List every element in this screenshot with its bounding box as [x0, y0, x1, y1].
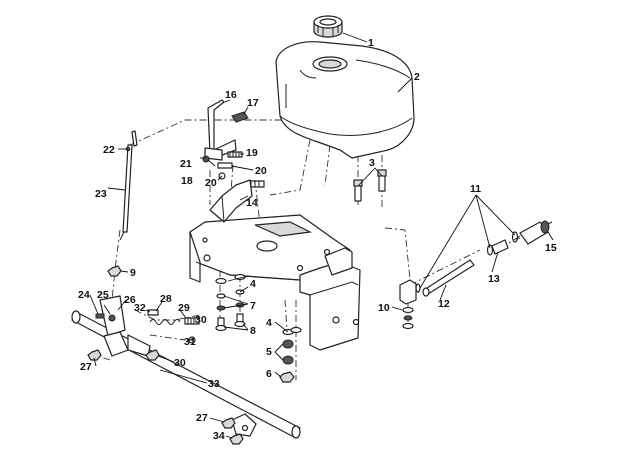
linkage-arm: [99, 295, 151, 357]
callout-8: 8: [250, 325, 256, 337]
nut-9: [107, 265, 122, 277]
shaft-end-bracket: [231, 413, 257, 437]
fastener-stacks: [215, 273, 302, 336]
small-fasteners: [87, 313, 244, 445]
hose-clamps: [415, 231, 519, 293]
linkage-bolts: [145, 309, 200, 361]
callout-5: 5: [266, 346, 272, 358]
rubber-pad: [231, 111, 249, 123]
callout-16: 16: [225, 89, 237, 101]
callout-33: 33: [208, 378, 220, 390]
callout-34: 34: [213, 430, 225, 442]
callout-25: 25: [97, 289, 109, 301]
callout-labels: 1 2 3 4 4 5 6 7 8 9 10 11 12 13 14 15 16…: [78, 37, 557, 442]
bolt-spacer-set: [202, 147, 265, 188]
callout-3: 3: [369, 157, 375, 169]
callout-27b: 27: [196, 412, 208, 424]
callout-30b: 30: [174, 357, 186, 369]
isolator-mounts: [279, 339, 295, 383]
callout-10: 10: [378, 302, 390, 314]
callout-27a: 27: [80, 361, 92, 373]
callout-15: 15: [545, 242, 557, 254]
fuel-filter: [513, 220, 553, 245]
callout-4b: 4: [266, 317, 272, 329]
callout-6: 6: [266, 368, 272, 380]
callout-21: 21: [180, 158, 192, 170]
callout-19: 19: [246, 147, 258, 159]
fuel-valve: [399, 279, 417, 330]
callout-2: 2: [414, 71, 420, 83]
callout-13: 13: [488, 273, 500, 285]
callout-30a: 30: [195, 314, 207, 326]
callout-31: 31: [184, 336, 196, 348]
fuel-cap: [313, 15, 343, 38]
fuel-tank: [275, 41, 415, 159]
callout-1: 1: [368, 37, 374, 49]
return-spring: [149, 319, 181, 325]
callout-11: 11: [470, 183, 481, 195]
callout-24: 24: [78, 289, 90, 301]
callout-28: 28: [160, 293, 172, 305]
callout-4a: 4: [250, 278, 256, 290]
callout-20a: 20: [255, 165, 267, 177]
callout-14: 14: [246, 197, 258, 209]
callout-12: 12: [438, 298, 450, 310]
callout-29: 29: [178, 302, 190, 314]
callout-9: 9: [130, 267, 136, 279]
callout-23: 23: [95, 188, 107, 200]
callout-22: 22: [103, 144, 115, 156]
leader-lines: [89, 32, 554, 439]
callout-17: 17: [247, 97, 259, 109]
hinge-bracket: [209, 179, 253, 223]
control-rod: [119, 130, 138, 241]
callout-32: 32: [134, 302, 146, 314]
main-frame: [189, 214, 361, 351]
callout-20b: 20: [205, 177, 217, 189]
callout-7: 7: [250, 300, 256, 312]
fuel-line: [422, 259, 475, 297]
callout-26: 26: [124, 294, 136, 306]
callout-18: 18: [181, 175, 193, 187]
